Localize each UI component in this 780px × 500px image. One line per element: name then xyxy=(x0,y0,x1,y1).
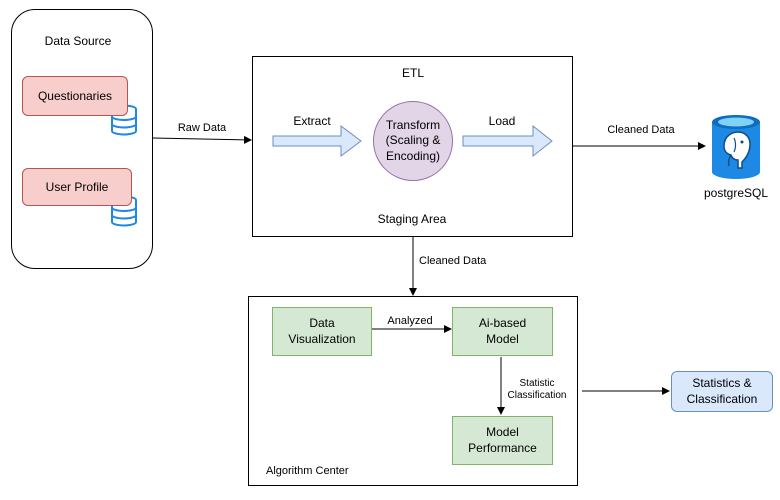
data-source-container xyxy=(11,9,153,269)
statistic-classification-label: Statistic Classification xyxy=(507,378,567,402)
algorithm-center-container xyxy=(248,296,578,486)
extract-arrow xyxy=(272,125,362,157)
cleaned-data-down-label: Cleaned Data xyxy=(419,255,487,269)
staging-area-label: Staging Area xyxy=(377,212,447,226)
statistics-classification-node[interactable]: Statistics & Classification xyxy=(671,371,773,412)
transform-label: Transform (Scaling & Encoding) xyxy=(385,117,441,163)
load-arrow xyxy=(462,124,553,158)
raw-data-label: Raw Data xyxy=(177,122,227,136)
etl-title: ETL xyxy=(401,66,425,80)
ai-model-node[interactable]: Ai-based Model xyxy=(452,307,553,356)
etl-container xyxy=(252,56,573,237)
data-visualization-node[interactable]: Data Visualization xyxy=(272,307,372,356)
model-performance-node[interactable]: Model Performance xyxy=(452,416,553,465)
load-label: Load xyxy=(488,114,516,128)
transform-node[interactable]: Transform (Scaling & Encoding) xyxy=(373,101,453,181)
extract-label: Extract xyxy=(293,114,331,128)
postgresql-label: postgreSQL xyxy=(703,186,769,200)
postgresql-icon xyxy=(712,115,760,179)
questionaries-label: Questionaries xyxy=(37,89,113,103)
user-profile-label: User Profile xyxy=(45,180,109,194)
data-visualization-label: Data Visualization xyxy=(288,315,356,346)
ai-model-label: Ai-based Model xyxy=(478,315,527,346)
analyzed-label: Analyzed xyxy=(387,315,433,329)
statistics-classification-label: Statistics & Classification xyxy=(686,375,758,406)
questionaries-node[interactable]: Questionaries xyxy=(22,76,128,116)
model-performance-label: Model Performance xyxy=(468,424,537,455)
user-profile-node[interactable]: User Profile xyxy=(22,168,132,206)
cleaned-data-db-label: Cleaned Data xyxy=(607,124,675,138)
algorithm-center-title: Algorithm Center xyxy=(266,465,349,477)
data-source-title: Data Source xyxy=(44,34,112,48)
raw-data-edge xyxy=(152,135,252,144)
